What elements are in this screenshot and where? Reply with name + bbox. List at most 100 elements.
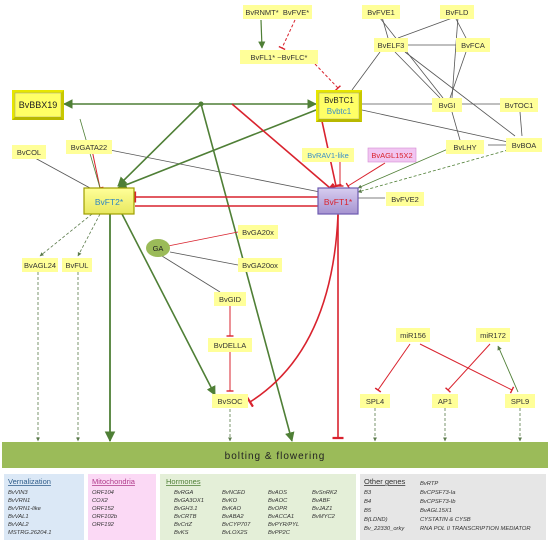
node-bvful: BvFUL — [66, 261, 89, 270]
legend-other-item: RNA POL II TRANSCRIPTION MEDIATOR — [420, 526, 531, 532]
legend-horm-item: BvAOC — [268, 498, 288, 504]
node-bvtoc1: BvTOC1 — [505, 101, 534, 110]
node-bvrnmt: BvRNMT* — [245, 8, 278, 17]
edge-ft2-soc — [121, 213, 216, 396]
bolting-bar-label: bolting & flowering — [225, 451, 326, 462]
legend: Vernalization BvVIN3 BvVRN1 BvVRN1-like … — [4, 474, 546, 540]
node-bvga20ox: BvGA20ox — [242, 261, 278, 270]
node-bvbtc1: BvBTC1 — [324, 96, 354, 105]
legend-horm-item: BvGH3.1 — [174, 506, 198, 512]
legend-horm-item: BvPYR/PYL — [268, 522, 299, 528]
legend-horm-item: BvCYP707 — [222, 522, 251, 528]
legend-vern-item: BvVAL1 — [8, 514, 29, 520]
legend-horm-item: BvACCA1 — [268, 514, 294, 520]
node-bvbtc1-box: BvBTC1 Bvbtc1 — [316, 90, 362, 122]
legend-mito-item: COX2 — [92, 498, 109, 504]
legend-other-title: Other genes — [364, 477, 406, 486]
legend-horm-item: BvRGA — [174, 490, 193, 496]
node-bvbbx19-box: BvBBX19 — [12, 90, 64, 120]
edge-fve1-elf3 — [381, 16, 389, 39]
node-bvgid: BvGID — [219, 295, 242, 304]
edge-elf3-boa — [404, 51, 516, 137]
legend-horm-item: BvABA2 — [222, 514, 244, 520]
legend-other-item: B(LDND) — [364, 517, 388, 523]
edge-ga20x-ga — [167, 231, 239, 247]
node-spl9: SPL9 — [511, 397, 529, 406]
legend-other-item: CYSTATIN & CYSB — [420, 517, 471, 523]
legend-mitochondria-title: Mitochondria — [92, 477, 136, 486]
edge-ft2-agl24 — [39, 213, 93, 257]
node-bvft1: BvFT1* — [324, 197, 353, 207]
node-bvfl1: BvFL1* ~BvFLC* — [251, 53, 308, 62]
legend-other-item: B4 — [364, 499, 371, 505]
node-bvfld: BvFLD — [446, 8, 470, 17]
legend-horm-item: BvPP2C — [268, 530, 291, 536]
node-bvfve2: BvFVE2 — [391, 195, 419, 204]
edge-fve-fl1 — [278, 19, 296, 51]
edge-ga-gid — [161, 255, 221, 293]
legend-mito-item: ORF102b — [92, 514, 118, 520]
node-bvboa: BvBOA — [512, 141, 537, 150]
node-bvbbx19: BvBBX19 — [19, 100, 58, 110]
legend-other-item: Bv_22330_orky — [364, 526, 405, 532]
legend-other-item: BvAGL15X1 — [420, 508, 452, 514]
legend-vern-item: BvVRN1-like — [8, 506, 42, 512]
edge-fve1-gi — [379, 17, 444, 99]
legend-vern-item: BvVRN1 — [8, 498, 30, 504]
legend-horm-item: BvABF — [312, 498, 330, 504]
node-bvbtc1-low: Bvbtc1 — [327, 107, 352, 116]
edge-mir156-spl9 — [419, 343, 515, 394]
edges — [34, 16, 523, 443]
legend-other-item: BvCPSF73-Ia — [420, 490, 456, 496]
edge-ft2-ful — [77, 213, 101, 257]
legend-horm-item: BvGA3OX1 — [174, 498, 204, 504]
node-spl4: SPL4 — [366, 397, 384, 406]
legend-vernalization-title: Vernalization — [8, 477, 51, 486]
node-bvft1-box: BvFT1* — [317, 187, 359, 215]
edge-ft1-soc — [246, 214, 339, 408]
legend-horm-item: BvJAZ1 — [312, 506, 332, 512]
legend-horm-item: BvKAO — [222, 506, 241, 512]
node-bvlhy: BvLHY — [453, 143, 476, 152]
edge-elf3-gi — [394, 51, 441, 99]
node-bvfve: BvFVE* — [283, 8, 309, 17]
node-bvagl24: BvAGL24 — [24, 261, 56, 270]
edge-gi-lhy — [451, 111, 461, 141]
node-bvdella: BvDELLA — [214, 341, 247, 350]
edge-btc1-bbx19-red — [231, 103, 335, 193]
edge-lhy-ft1 — [357, 148, 449, 189]
node-bvga20x: BvGA20x — [242, 228, 274, 237]
legend-vern-item: MSTRG.26204.1 — [8, 530, 52, 536]
legend-horm-item: BvSnRK2 — [312, 490, 338, 496]
edge-fl1-btc1 — [314, 63, 342, 91]
edge-junction-bolting — [200, 103, 295, 442]
node-bvrav1: BvRAV1-like — [307, 151, 349, 160]
node-mir156: miR156 — [400, 331, 426, 340]
legend-horm-item: BvCrtZ — [174, 522, 192, 528]
node-bvsoc: BvSOC — [217, 397, 243, 406]
edge-spl9-mir172 — [497, 345, 519, 393]
legend-horm-item: BvMYC2 — [312, 514, 336, 520]
legend-horm-item: BvOPR — [268, 506, 288, 512]
node-bvelf3: BvELF3 — [378, 41, 405, 50]
edge-mir172-ap1 — [444, 343, 491, 393]
legend-other-item: BvCPSF73-Ib — [420, 499, 456, 505]
edge-agl15-ft1 — [345, 162, 386, 190]
legend-hormones-title: Hormones — [166, 477, 201, 486]
legend-horm-item: BvKO — [222, 498, 238, 504]
edge-gata22-ft2 — [91, 149, 104, 190]
node-mir172: miR172 — [480, 331, 506, 340]
node-bvcol: BvCOL — [17, 148, 41, 157]
nodes: BvRNMT* BvFVE* BvFVE1 BvFLD BvELF3 BvFCA… — [12, 5, 542, 408]
legend-mito-item: ORF152 — [92, 506, 115, 512]
edge-fld-elf3 — [397, 16, 456, 39]
legend-horm-item: BvNCED — [222, 490, 245, 496]
edge-gata22-ft1 — [99, 147, 331, 195]
legend-horm-item: BvLOX2S — [222, 530, 248, 536]
edge-boa-ft1 — [357, 149, 509, 193]
edge-fld-fca — [454, 16, 467, 39]
node-bvagl15x2: BvAGL15X2 — [371, 151, 412, 160]
edge-elf3-btc1 — [351, 51, 381, 91]
edge-mir156-spl4 — [374, 343, 411, 393]
